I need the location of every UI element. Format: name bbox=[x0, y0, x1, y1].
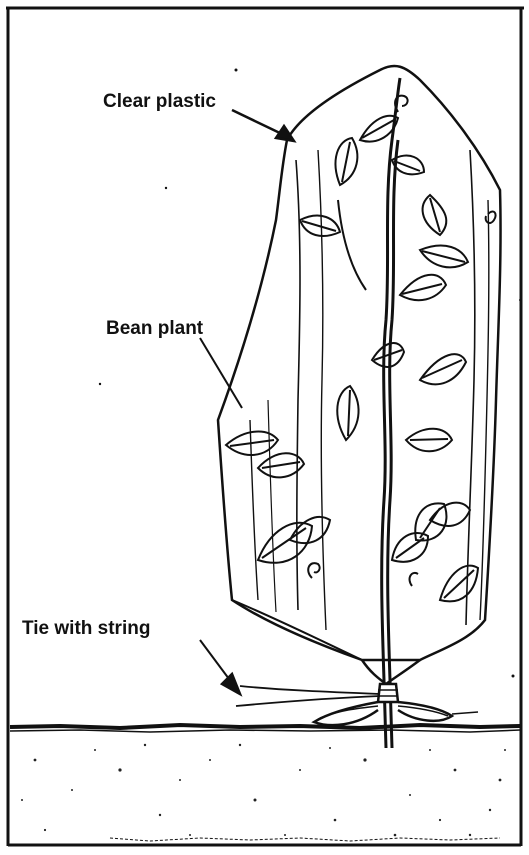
bean-leaves bbox=[226, 116, 478, 602]
string bbox=[236, 686, 380, 706]
leaf bbox=[406, 429, 452, 452]
leaf bbox=[372, 343, 404, 367]
leaf bbox=[440, 566, 478, 602]
leaf bbox=[226, 432, 278, 455]
leaf bbox=[420, 354, 466, 384]
clear-plastic-label: Clear plastic bbox=[103, 91, 216, 112]
bean-plant-label: Bean plant bbox=[106, 318, 204, 339]
frame bbox=[6, 8, 524, 846]
leaf bbox=[400, 275, 446, 300]
leaf bbox=[300, 216, 340, 236]
leaf bbox=[336, 138, 358, 185]
leaf bbox=[420, 246, 468, 268]
tie-with-string-arrow bbox=[200, 640, 232, 683]
leaf bbox=[392, 533, 428, 562]
tie-with-string-label: Tie with string bbox=[22, 618, 150, 639]
plant-stem bbox=[382, 78, 400, 748]
soil-speckles bbox=[21, 744, 506, 837]
leaf bbox=[415, 503, 446, 540]
tie-with-string-arrowhead bbox=[222, 674, 240, 694]
leaf bbox=[423, 195, 447, 235]
soil-ground bbox=[10, 725, 520, 841]
leaf bbox=[337, 386, 358, 440]
clear-plastic-arrow bbox=[232, 110, 284, 135]
